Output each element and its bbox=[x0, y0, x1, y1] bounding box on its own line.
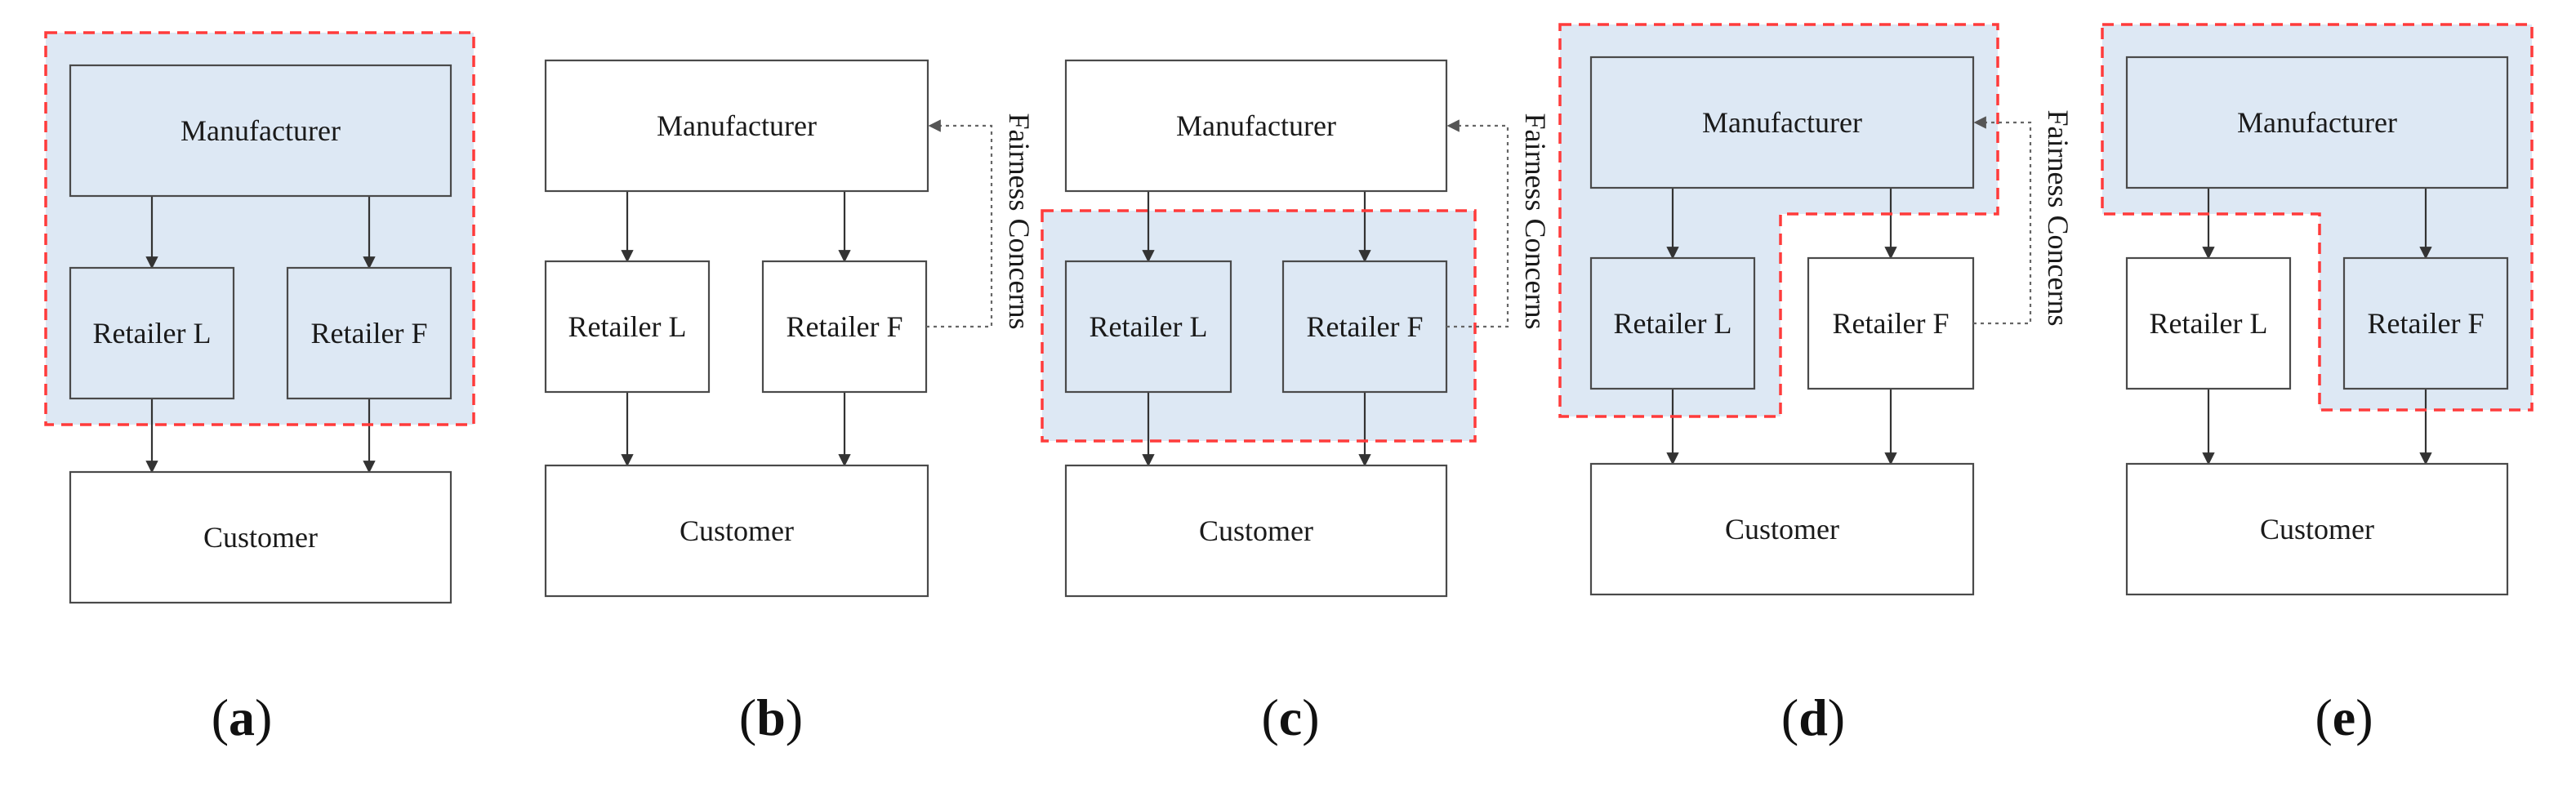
customer-label: Customer bbox=[1725, 513, 1839, 545]
retailer-l-label: Retailer L bbox=[568, 310, 687, 343]
fairness-concerns-label: Fairness Concerns bbox=[2042, 110, 2075, 327]
manufacturer-label: Manufacturer bbox=[180, 114, 341, 147]
customer-box bbox=[2125, 462, 2509, 596]
fairness-concerns-arrow bbox=[1446, 119, 1509, 328]
manufacturer-box bbox=[544, 59, 929, 193]
fairness-concerns-arrow bbox=[926, 119, 993, 328]
customer-label: Customer bbox=[680, 514, 794, 547]
manufacturer-label: Manufacturer bbox=[2237, 106, 2397, 139]
customer-box bbox=[1589, 462, 1975, 596]
fairness-concerns-label: Fairness Concerns bbox=[1519, 114, 1552, 330]
manufacturer-label: Manufacturer bbox=[1702, 106, 1862, 139]
retailer-l-label: Retailer L bbox=[1090, 310, 1208, 343]
manufacturer-box bbox=[2125, 56, 2509, 189]
manufacturer-box bbox=[69, 64, 452, 198]
retailer-l-box bbox=[69, 266, 235, 400]
retailer-f-box bbox=[1281, 260, 1448, 394]
panel-caption-d: (d) bbox=[1781, 688, 1845, 746]
retailer-l-box bbox=[544, 260, 711, 394]
retailer-f-label: Retailer F bbox=[1833, 307, 1950, 340]
manufacturer-label: Manufacturer bbox=[1176, 109, 1336, 142]
manufacturer-box bbox=[1589, 56, 1975, 189]
fairness-concerns-arrow bbox=[1973, 116, 2032, 325]
dashed-highlight-outline bbox=[1041, 209, 1477, 443]
retailer-f-label: Retailer F bbox=[311, 317, 428, 350]
retailer-f-label: Retailer F bbox=[1307, 310, 1424, 343]
customer-label: Customer bbox=[2260, 513, 2374, 545]
retailer-l-label: Retailer L bbox=[93, 317, 212, 350]
customer-label: Customer bbox=[1199, 514, 1313, 547]
retailer-l-box bbox=[2125, 256, 2292, 390]
retailer-f-label: Retailer F bbox=[787, 310, 903, 343]
retailer-l-box bbox=[1064, 260, 1232, 394]
manufacturer-label: Manufacturer bbox=[657, 109, 817, 142]
customer-box bbox=[69, 470, 452, 604]
retailer-f-box bbox=[2342, 256, 2509, 390]
retailer-l-label: Retailer L bbox=[1614, 307, 1732, 340]
retailer-f-label: Retailer F bbox=[2368, 307, 2485, 340]
retailer-f-box bbox=[286, 266, 452, 400]
customer-box bbox=[1064, 464, 1448, 598]
customer-box bbox=[544, 464, 929, 598]
manufacturer-box bbox=[1064, 59, 1448, 193]
panel-caption-b: (b) bbox=[739, 688, 803, 746]
customer-label: Customer bbox=[203, 521, 318, 554]
dashed-highlight-outline bbox=[44, 31, 475, 426]
retailer-l-label: Retailer L bbox=[2150, 307, 2268, 340]
retailer-f-box bbox=[761, 260, 928, 394]
panel-caption-a: (a) bbox=[212, 688, 273, 746]
retailer-l-box bbox=[1589, 256, 1756, 390]
retailer-f-box bbox=[1807, 256, 1975, 390]
fairness-concerns-label: Fairness Concerns bbox=[1003, 114, 1036, 330]
panel-caption-e: (e) bbox=[2315, 688, 2373, 746]
dashed-highlight-outline bbox=[1558, 23, 1999, 418]
panel-caption-c: (c) bbox=[1261, 688, 1319, 746]
